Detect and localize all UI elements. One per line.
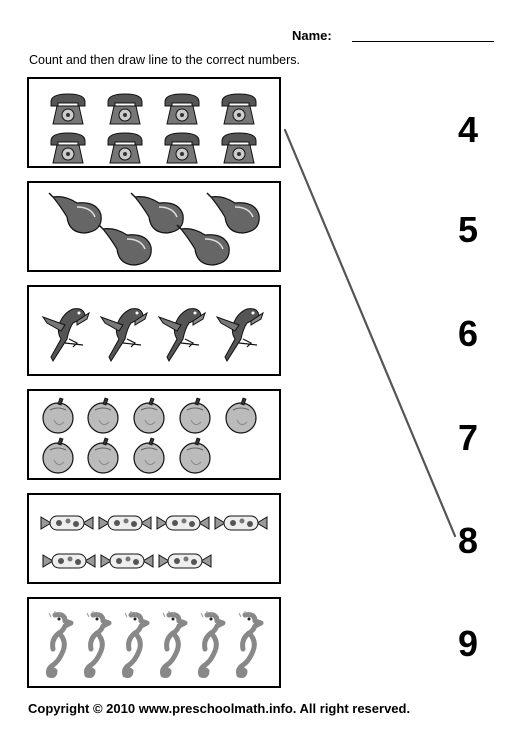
apple-icon <box>42 397 74 434</box>
apple-icon <box>179 437 211 474</box>
seahorse-icon <box>49 611 72 676</box>
number-6[interactable]: 6 <box>457 313 479 354</box>
parrot-icon <box>216 308 264 362</box>
name-input-line[interactable] <box>352 41 494 42</box>
candy-icon <box>214 515 268 531</box>
group-box-parrots[interactable] <box>27 285 281 376</box>
seahorse-icon <box>163 611 186 676</box>
telephone-icon <box>107 132 143 164</box>
telephone-icon <box>107 93 143 125</box>
pear-icon <box>48 192 102 234</box>
pear-icon <box>130 192 184 234</box>
seahorse-icon <box>201 611 224 676</box>
telephone-icon <box>164 132 200 164</box>
telephones-group <box>50 93 257 164</box>
apple-icon <box>179 397 211 434</box>
candy-icon <box>156 515 210 531</box>
number-8[interactable]: 8 <box>457 520 479 561</box>
group-box-seahorses[interactable] <box>27 597 281 688</box>
apples-group <box>42 397 257 474</box>
seahorse-icon <box>87 611 110 676</box>
seahorse-icon <box>125 611 148 676</box>
number-7[interactable]: 7 <box>457 417 479 458</box>
number-4[interactable]: 4 <box>457 109 479 150</box>
seahorse-icon <box>239 611 262 676</box>
apple-icon <box>87 437 119 474</box>
apple-icon <box>42 437 74 474</box>
candies-group <box>40 515 268 569</box>
name-label: Name: <box>292 28 332 43</box>
candy-icon <box>42 553 96 569</box>
pear-icon <box>98 224 152 266</box>
group-box-pears[interactable] <box>27 181 281 272</box>
apple-icon <box>225 397 257 434</box>
telephone-icon <box>164 93 200 125</box>
parrots-group <box>42 308 264 362</box>
name-row: Name: <box>250 28 500 46</box>
candy-icon <box>158 553 212 569</box>
candy-icon <box>98 515 152 531</box>
candy-icon <box>40 515 94 531</box>
group-box-telephones[interactable] <box>27 77 281 168</box>
group-box-apples[interactable] <box>27 389 281 480</box>
copyright-footer: Copyright © 2010 www.preschoolmath.info.… <box>28 701 411 716</box>
pears-group <box>48 192 260 266</box>
pear-icon <box>176 224 230 266</box>
telephone-icon <box>50 93 86 125</box>
telephone-icon <box>221 132 257 164</box>
number-9[interactable]: 9 <box>457 623 479 664</box>
parrot-icon <box>100 308 148 362</box>
parrot-icon <box>42 308 90 362</box>
apple-icon <box>133 397 165 434</box>
parrot-icon <box>158 308 206 362</box>
apple-icon <box>87 397 119 434</box>
number-5[interactable]: 5 <box>457 209 479 250</box>
apple-icon <box>133 437 165 474</box>
seahorses-group <box>29 599 279 686</box>
telephone-icon <box>221 93 257 125</box>
candy-icon <box>100 553 154 569</box>
pear-icon <box>206 192 260 234</box>
instruction-text: Count and then draw line to the correct … <box>29 53 300 67</box>
telephone-icon <box>50 132 86 164</box>
group-box-candies[interactable] <box>27 493 281 584</box>
